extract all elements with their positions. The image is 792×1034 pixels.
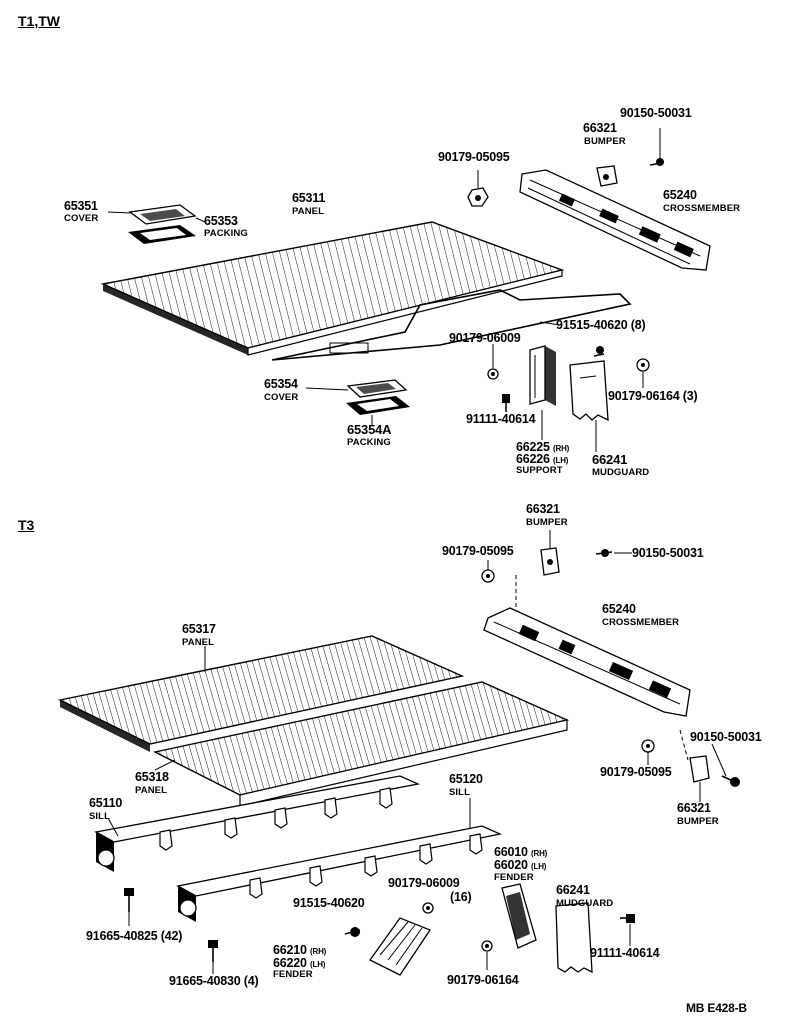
label-part-number: 91111-40614	[466, 412, 536, 426]
label-part-number: 90179-06164	[447, 973, 519, 987]
bolt-91665-40825	[124, 888, 134, 912]
label-part-number: 90150-50031	[690, 730, 762, 744]
label-part-name: PANEL	[135, 785, 167, 796]
label-part-name: MUDGUARD	[592, 467, 650, 478]
panel-65318	[152, 681, 570, 807]
label-part-number: 90179-05095	[438, 150, 510, 164]
label-part-name: CROSSMEMBER	[602, 617, 680, 628]
label-part-number: 65120	[449, 772, 483, 786]
label-part-number: 66010 (RH)	[494, 845, 548, 859]
footer-code: MB E428-B	[686, 1001, 747, 1015]
label-part-name: CROSSMEMBER	[663, 203, 741, 214]
label-part-number: 90179-05095	[600, 765, 672, 779]
nut-90179-05095-bottom-a	[481, 569, 495, 583]
label-part-number: 65311	[292, 191, 326, 205]
cover-65351	[128, 204, 197, 225]
label-part-number: 91515-40620 (8)	[556, 318, 646, 332]
label-part-number: 65353	[204, 214, 238, 228]
nut-90179-06009-top	[487, 368, 499, 380]
label-part-name: PANEL	[182, 637, 214, 648]
label-part-number: 65318	[135, 770, 169, 784]
label-part-name: BUMPER	[584, 136, 626, 147]
bolt-91111-40614-top	[502, 394, 510, 412]
bolt-90150-50031-top	[649, 158, 664, 166]
label-part-number: 91665-40825 (42)	[86, 929, 183, 943]
section-title-top: T1,TW	[18, 13, 60, 29]
label-part-name: COVER	[264, 392, 299, 403]
panel-65311	[100, 221, 632, 361]
bumper-66321-bottom-a	[540, 547, 560, 576]
label-part-number: 65351	[64, 199, 98, 213]
label-part-name: PACKING	[347, 437, 391, 448]
label-part-number: 90179-06164 (3)	[608, 389, 698, 403]
bolt-91515-40620-top	[593, 346, 605, 357]
label-part-number: 65240	[602, 602, 636, 616]
label-part-number: 66226 (LH)	[516, 452, 569, 466]
label-part-number: 65354	[264, 377, 298, 391]
label-part-number: 90179-06009	[388, 876, 460, 890]
nut-90179-05095-bottom-b	[641, 739, 655, 753]
label-part-number: 91665-40830 (4)	[169, 974, 259, 988]
nut-90179-06164-top	[636, 358, 650, 372]
label-part-name: SUPPORT	[516, 465, 563, 476]
label-part-number: 90179-05095	[442, 544, 514, 558]
bumper-66321-top	[596, 165, 618, 187]
bolt-91111-40614-bottom	[620, 914, 635, 923]
label-part-name: PANEL	[292, 206, 324, 217]
bolt-91515-40620-bottom	[344, 927, 361, 937]
packing-65353	[128, 225, 196, 244]
nut-90179-06009-bottom	[422, 902, 434, 914]
label-part-number: 66241	[592, 452, 628, 467]
section-title-bottom: T3	[18, 517, 35, 533]
label-part-number: 66321	[526, 502, 560, 516]
mudguard-66241-top	[569, 360, 609, 422]
label-part-number: 66321	[677, 801, 711, 815]
sill-65120	[176, 825, 503, 922]
label-part-name: BUMPER	[526, 517, 568, 528]
label-part-number: 66210 (RH)	[273, 943, 327, 957]
label-part-qty: (16)	[450, 890, 472, 904]
nut-90179-05095-top	[467, 187, 489, 207]
bolt-91665-40830	[208, 940, 218, 962]
label-part-number: 90150-50031	[620, 106, 692, 120]
label-part-number: 66225 (RH)	[516, 440, 570, 454]
label-part-number: 66321	[583, 121, 617, 135]
label-part-number: 65110	[89, 796, 123, 810]
label-part-number: 66241	[556, 883, 590, 897]
label-part-name: SILL	[449, 787, 470, 798]
label-part-number: 91515-40620	[293, 896, 365, 910]
cover-65354	[346, 379, 408, 398]
nut-90179-06164-bottom	[481, 940, 493, 952]
sill-65110	[94, 775, 421, 872]
label-part-number: 66020 (LH)	[494, 858, 547, 872]
label-part-number: 90150-50031	[632, 546, 704, 560]
label-part-name: PACKING	[204, 228, 248, 239]
label-part-name: SILL	[89, 811, 110, 822]
label-part-number: 65240	[663, 188, 697, 202]
bolt-90150-50031-bottom-b	[721, 775, 740, 787]
fender-66210-66220	[369, 917, 431, 976]
label-part-number: 65354A	[347, 422, 392, 437]
bumper-66321-bottom-b	[689, 755, 710, 783]
label-part-name: COVER	[64, 213, 99, 224]
panel-65317	[57, 635, 465, 752]
support-66225-66226	[529, 345, 556, 406]
bolt-90150-50031-bottom-a	[595, 549, 613, 557]
label-part-name: MUDGUARD	[556, 898, 614, 909]
crossmember-65240-bottom	[483, 607, 691, 717]
label-part-name: FENDER	[273, 969, 313, 980]
label-part-number: 90179-06009	[449, 331, 521, 345]
label-part-number: 91111-40614	[590, 946, 660, 960]
label-part-number: 66220 (LH)	[273, 956, 326, 970]
label-part-name: BUMPER	[677, 816, 719, 827]
label-part-number: 65317	[182, 622, 216, 636]
fender-66010-66020	[501, 883, 537, 949]
label-part-name: FENDER	[494, 872, 534, 883]
mudguard-66241-bottom	[555, 902, 593, 974]
packing-65354a	[346, 396, 410, 415]
crossmember-65240-top	[519, 169, 711, 271]
